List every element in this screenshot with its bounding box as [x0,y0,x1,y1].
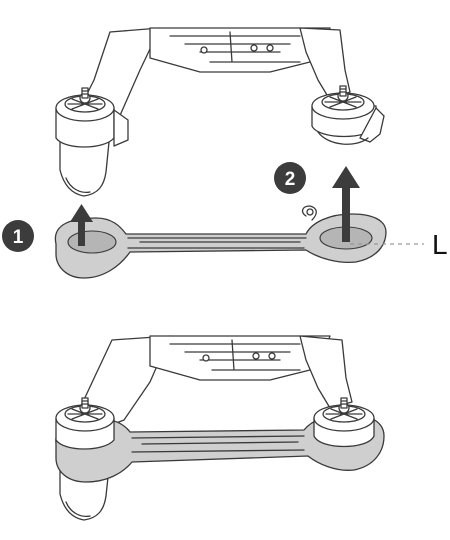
drone-body-bottom [81,335,353,431]
step-2-badge: 2 [274,162,306,194]
landing-gear-part [54,205,387,279]
svg-text:1: 1 [13,227,24,248]
svg-text:2: 2 [285,169,296,190]
motor-left-top [55,87,129,197]
motor-left-bottom-top [55,397,115,450]
motor-right-bottom [313,397,375,448]
callout-label: L [432,229,448,260]
motor-right-top [311,85,385,145]
arrow-up-icon [70,204,93,246]
arrow-up-icon [332,166,360,242]
step-1-badge: 1 [2,220,34,252]
